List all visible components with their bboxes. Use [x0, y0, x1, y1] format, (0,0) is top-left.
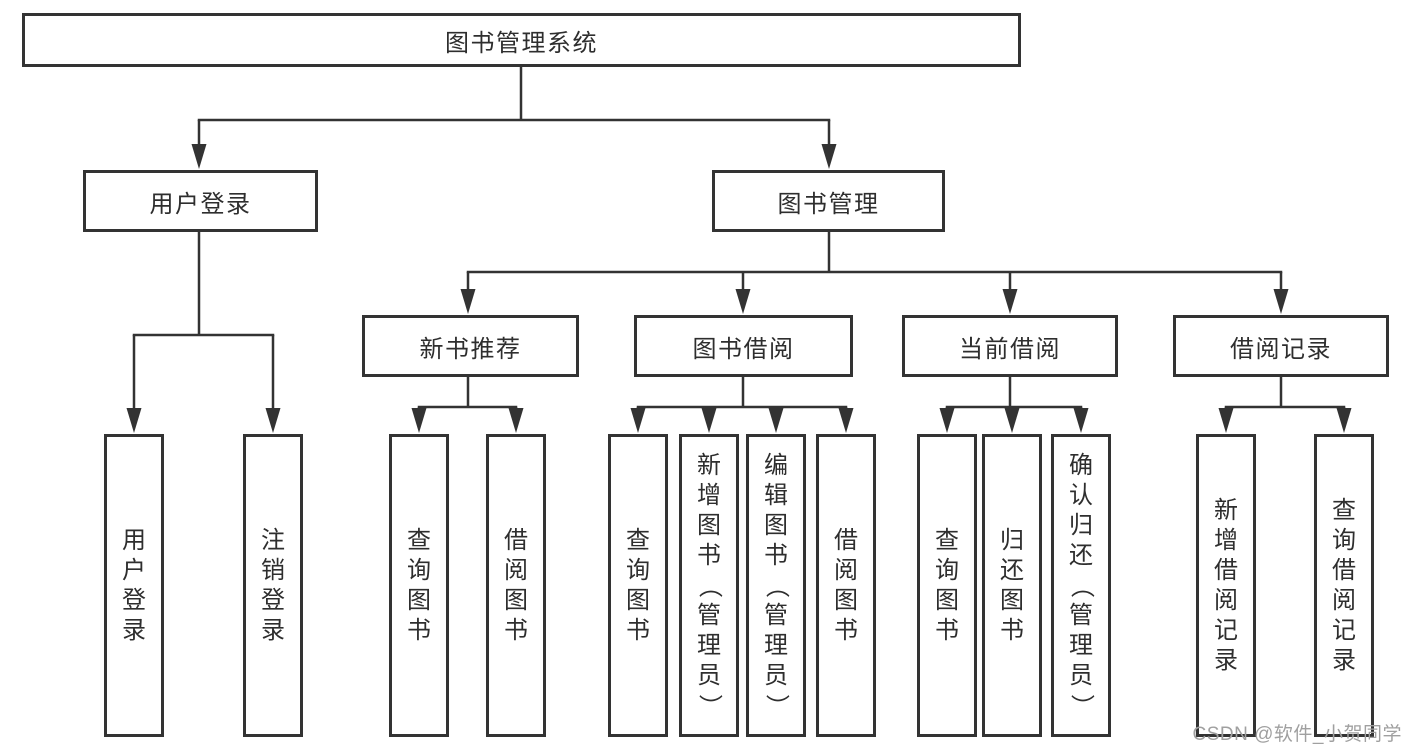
leaf-add-books-admin: 新增图书（管理员）: [679, 434, 739, 737]
node-new-book-recommend-label: 新书推荐: [419, 335, 522, 363]
leaf-query-books-recommend: 查询图书: [389, 434, 449, 737]
leaf-borrow-books: 借阅图书: [816, 434, 876, 737]
leaf-query-borrow-record: 查询借阅记录: [1314, 434, 1374, 737]
node-borrow-records-label: 借阅记录: [1230, 335, 1332, 363]
node-book-borrow: 图书借阅: [634, 315, 853, 377]
leaf-logout: 注销登录: [243, 434, 303, 737]
leaf-confirm-return-admin: 确认归还（管理员）: [1051, 434, 1111, 737]
leaf-user-login: 用户登录: [104, 434, 164, 737]
watermark: CSDN @软件_小贺同学: [1192, 724, 1402, 745]
node-current-borrow-label: 当前借阅: [959, 335, 1061, 363]
node-user-login: 用户登录: [83, 170, 318, 232]
leaf-add-borrow-record: 新增借阅记录: [1196, 434, 1256, 737]
arrowheads: [126, 144, 1352, 433]
node-current-borrow: 当前借阅: [902, 315, 1118, 377]
leaf-query-books-current: 查询图书: [917, 434, 977, 737]
leaf-edit-books-admin: 编辑图书（管理员）: [746, 434, 806, 737]
leaf-query-books-borrow: 查询图书: [608, 434, 668, 737]
node-borrow-records: 借阅记录: [1173, 315, 1389, 377]
node-book-management-label: 图书管理: [777, 190, 880, 218]
node-new-book-recommend: 新书推荐: [362, 315, 579, 377]
leaf-borrow-books-recommend: 借阅图书: [486, 434, 546, 737]
node-root-system: 图书管理系统: [22, 13, 1021, 67]
node-book-borrow-label: 图书借阅: [692, 335, 795, 363]
leaf-return-books: 归还图书: [982, 434, 1042, 737]
node-user-login-label: 用户登录: [149, 190, 252, 218]
node-book-management: 图书管理: [712, 170, 945, 232]
node-root-label: 图书管理系统: [445, 29, 598, 57]
